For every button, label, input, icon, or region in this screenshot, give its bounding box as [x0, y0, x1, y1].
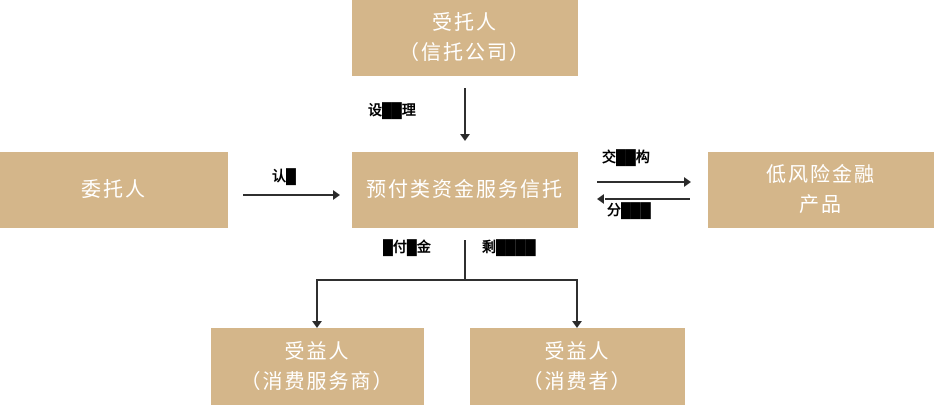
edge-trust-to-beneficiaries-stem — [464, 240, 466, 280]
node-beneficiary-consumer-line2: （消费者） — [522, 370, 633, 393]
node-beneficiary-service-provider-line2: （消费服务商） — [240, 370, 395, 393]
node-trust-label: 预付类资金服务信托 — [366, 179, 564, 201]
node-beneficiary-consumer: 受益人 （消费者） — [470, 328, 685, 405]
arrowhead-down-icon — [572, 321, 582, 328]
node-beneficiary-service-provider-line1: 受益人 — [284, 340, 351, 363]
node-beneficiary-service-provider: 受益人 （消费服务商） — [211, 328, 424, 405]
arrowhead-right-icon — [333, 190, 340, 200]
node-principal: 委托人 — [0, 152, 228, 228]
edge-beneficiaries-split-line — [316, 279, 578, 281]
edge-label-surplus: 剩████ — [482, 239, 536, 255]
arrowhead-left-icon — [597, 194, 604, 204]
edge-label-invest: 交██构 — [602, 149, 650, 165]
node-low-risk-products: 低风险金融 产品 — [708, 152, 934, 228]
edge-to-beneficiary-service-line — [316, 279, 318, 322]
arrowhead-down-icon — [312, 321, 322, 328]
edge-label-subscribe: 认█ — [272, 168, 296, 184]
arrowhead-right-icon — [684, 177, 691, 187]
node-trustee-label-line1: 受托人 — [432, 12, 498, 34]
edge-principal-to-trust-line — [243, 194, 333, 196]
edge-products-to-trust-line — [605, 198, 690, 200]
node-low-risk-products-label-line1: 低风险金融 — [766, 164, 876, 186]
edge-label-redeem: █付█金 — [383, 239, 431, 255]
edge-label-manage: 设██理 — [368, 102, 416, 118]
edge-to-beneficiary-consumer-line — [576, 279, 578, 322]
node-trustee-label-line2: （信托公司） — [399, 42, 531, 64]
edge-trustee-to-trust-line — [464, 88, 466, 134]
node-trust: 预付类资金服务信托 — [352, 152, 578, 228]
node-beneficiary-consumer-line1: 受益人 — [544, 340, 611, 363]
node-principal-label: 委托人 — [81, 179, 147, 201]
edge-trust-to-products-line — [597, 181, 684, 183]
edge-label-distribute: 分███ — [607, 202, 651, 218]
node-low-risk-products-label-line2: 产品 — [799, 194, 843, 216]
node-trustee: 受托人 （信托公司） — [352, 0, 578, 76]
arrowhead-down-icon — [460, 134, 470, 141]
